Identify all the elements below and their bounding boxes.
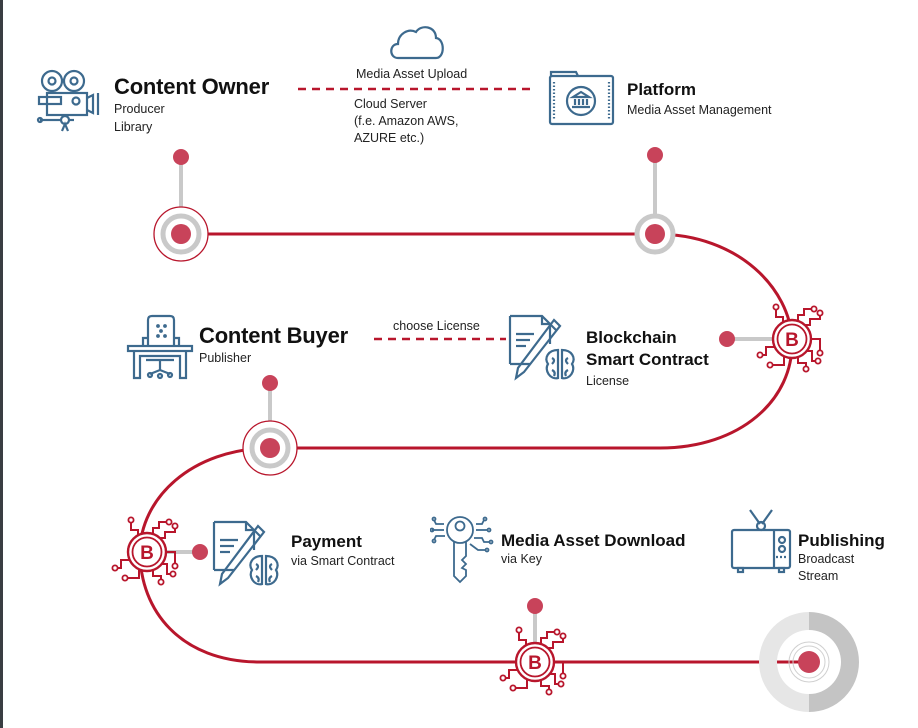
circuit-trace (152, 521, 169, 534)
cloud-icon (390, 26, 444, 60)
tv-icon (730, 509, 792, 574)
download-title: Media Asset Download (501, 531, 686, 550)
circuit-node (171, 562, 179, 570)
workflow-path (138, 232, 808, 664)
badge-letter: B (528, 653, 542, 674)
film-camera-icon (36, 69, 100, 132)
node-end-target[interactable] (759, 612, 859, 712)
circuit-trace (513, 680, 528, 689)
cloud-server-label-1: Cloud Server (354, 97, 427, 111)
node-content-owner-marker[interactable] (153, 149, 209, 262)
desk-chair-icon (126, 314, 194, 380)
left-border (0, 0, 3, 728)
badge-inner-ring (131, 536, 163, 568)
contract-brain-icon (212, 520, 279, 587)
publishing-subtitle-2: Stream (798, 569, 839, 583)
circuit-trace (810, 338, 821, 353)
publishing-subtitle-1: Broadcast (798, 552, 855, 566)
circuit-trace (770, 357, 785, 366)
content-owner-title: Content Owner (114, 74, 270, 99)
license-connector-label: choose License (393, 319, 480, 333)
circuit-node (756, 351, 764, 359)
blockchain-badge-icon: B (499, 626, 567, 696)
payment-title: Payment (291, 532, 362, 551)
badge-letter: B (140, 543, 154, 564)
circuit-node (165, 518, 173, 526)
blockchain-title-1: Blockchain (586, 328, 677, 347)
circuit-node (553, 628, 561, 636)
blockchain-badge-icon: B (756, 303, 824, 373)
circuit-node (127, 516, 135, 524)
badge-letter: B (785, 330, 799, 351)
content-buyer-subtitle: Publisher (199, 351, 252, 365)
circuit-node (816, 309, 824, 317)
cloud-server-label-2: (f.e. Amazon AWS, (354, 114, 459, 128)
badge-inner-ring (776, 323, 808, 355)
folder-bank-icon (548, 70, 615, 126)
circuit-node (559, 632, 567, 640)
circuit-node (810, 305, 818, 313)
circuit-trace (125, 570, 140, 579)
circuit-trace (775, 307, 784, 323)
circuit-node (157, 578, 165, 586)
node-download-marker[interactable] (527, 598, 543, 642)
circuit-node (766, 361, 774, 369)
node-platform-marker[interactable] (634, 147, 676, 255)
circuit-node (557, 680, 565, 688)
blockchain-title-2: Smart Contract (586, 350, 709, 369)
platform-title: Platform (627, 80, 696, 99)
circuit-node (802, 365, 810, 373)
download-subtitle: via Key (501, 552, 542, 566)
circuit-trace (540, 631, 557, 644)
circuit-trace (130, 520, 139, 536)
circuit-trace (547, 636, 564, 649)
circuit-node (772, 303, 780, 311)
circuit-node (499, 674, 507, 682)
circuit-node (816, 349, 824, 357)
circuit-trace (553, 661, 564, 676)
circuit-node (121, 574, 129, 582)
content-buyer-title: Content Buyer (199, 323, 348, 348)
content-owner-subtitle-2: Library (114, 120, 153, 134)
circuit-trace (159, 526, 176, 539)
upload-connector-label: Media Asset Upload (356, 67, 468, 81)
payment-subtitle: via Smart Contract (291, 554, 395, 568)
platform-subtitle: Media Asset Management (627, 103, 772, 117)
circuit-trace (518, 630, 527, 646)
circuit-trace (797, 308, 814, 321)
circuit-node (814, 357, 822, 365)
circuit-node (171, 522, 179, 530)
circuit-node (545, 688, 553, 696)
node-content-buyer-marker[interactable] (242, 375, 298, 476)
circuit-node (169, 570, 177, 578)
circuit-trace (804, 313, 821, 326)
blockchain-subtitle: License (586, 374, 630, 388)
circuit-trace (165, 551, 176, 566)
circuit-node (509, 684, 517, 692)
node-blockchain-marker[interactable] (719, 331, 772, 347)
publishing-title: Publishing (798, 531, 885, 550)
circuit-node (515, 626, 523, 634)
blockchain-badge-icon: B (111, 516, 179, 586)
circuit-node (559, 672, 567, 680)
digital-key-icon (430, 516, 494, 584)
contract-brain-icon (508, 314, 575, 381)
content-owner-subtitle-1: Producer (114, 102, 165, 116)
badge-inner-ring (519, 646, 551, 678)
cloud-server-label-3: AZURE etc.) (354, 131, 425, 145)
circuit-node (111, 564, 119, 572)
